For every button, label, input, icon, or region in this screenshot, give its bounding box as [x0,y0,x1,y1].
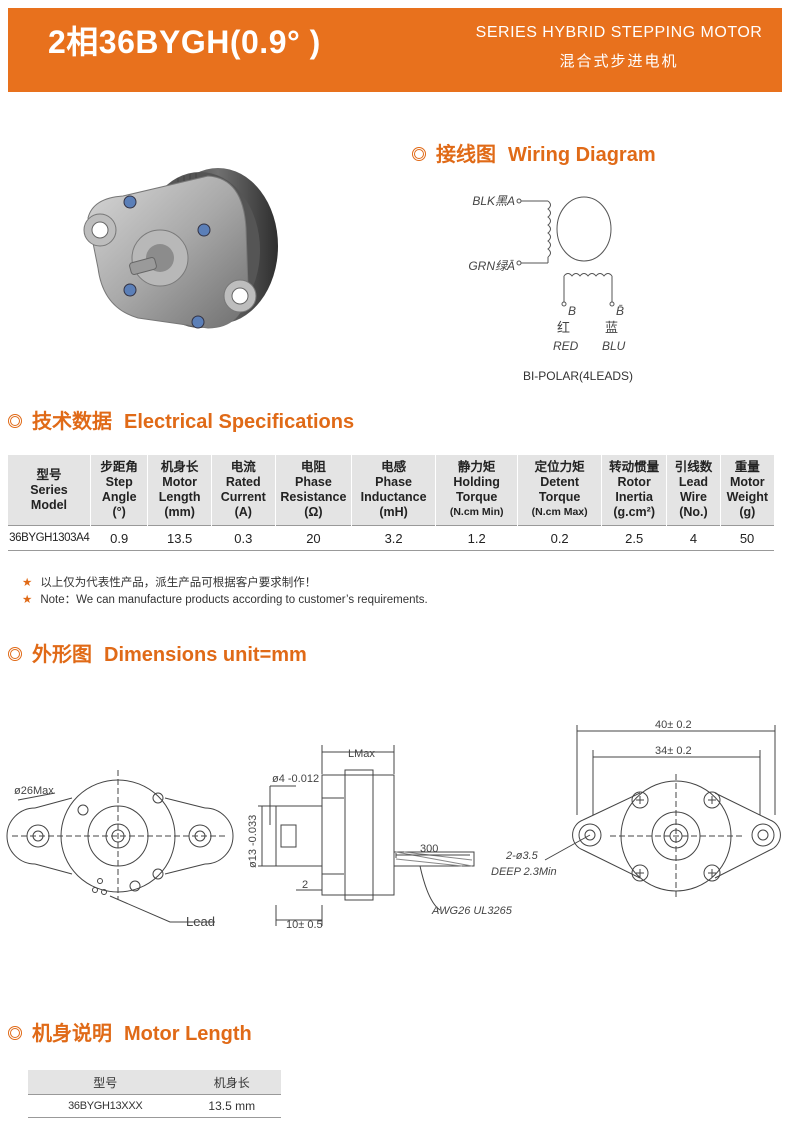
lead-grn-label: GRN绿Ā [468,259,515,273]
table-row: 36BYGH13XXX 13.5 mm [28,1094,281,1118]
product-title: 2相36BYGH(0.9° ) [48,24,321,60]
wiring-diagram: BLK黑A GRN绿Ā B 红 RED B̄ 蓝 BLU BI-POLAR(4L… [468,194,633,383]
cell-rated-current: 0.3 [211,525,276,551]
note-english: ★Note：We can manufacture products accord… [22,594,428,606]
label-40: 40± 0.2 [655,719,692,731]
flange-view [544,725,781,900]
label-2: 2 [302,879,308,891]
dimension-drawing: ø26Max Lead LMax ø4 -0.012 ø13 -0.033 2 … [6,719,781,931]
label-holes: 2-ø3.5 [505,850,539,862]
cell-step-angle: 0.9 [90,525,148,551]
label-10: 10± 0.5 [286,919,323,931]
col-length: 机身长 [182,1070,281,1095]
motor-length-table: 型号 机身长 36BYGH13XXX 13.5 mm [28,1070,281,1118]
table-row: 36BYGH1303A4 0.9 13.5 0.3 20 3.2 1.2 0.2… [8,525,774,551]
label-awg: AWG26 UL3265 [431,905,513,917]
star-icon: ★ [22,594,33,606]
col-model: 型号 [28,1070,183,1095]
motor-photo [83,168,278,329]
label-shaft: ø4 -0.012 [272,773,319,785]
cell-lead-wire: 4 [666,525,721,551]
lead-red-letter: B [568,304,576,318]
cell-rotor-inertia: 2.5 [601,525,667,551]
lead-red-cn: 红 [557,320,570,335]
rear-view [6,770,234,923]
side-view [258,745,475,926]
cell-detent-torque: 0.2 [517,525,602,551]
lead-blu-cn: 蓝 [605,320,618,335]
lead-blu-letter: B̄ [616,304,624,318]
length-header-row: 型号 机身长 [28,1070,281,1095]
label-deep: DEEP 2.3Min [491,866,557,878]
cell-model: 36BYGH13XXX [28,1094,183,1118]
cell-holding-torque: 1.2 [435,525,518,551]
cell-length: 13.5 mm [182,1094,281,1118]
coil-b [563,273,613,277]
wiring-caption: BI-POLAR(4LEADS) [523,369,633,383]
lead-blk-label: BLK黑A [472,194,515,208]
title-banner [8,8,782,92]
label-diam26: ø26Max [14,785,54,797]
lead-red-en: RED [553,339,579,353]
note-chinese: ★以上仅为代表性产品，派生产品可根据客户要求制作！ [22,577,317,589]
cell-phase-inductance: 3.2 [351,525,436,551]
series-english: SERIES HYBRID STEPPING MOTOR [475,24,763,41]
cell-motor-weight: 50 [720,525,774,551]
rotor-circle [556,196,612,262]
label-lmax: LMax [348,748,375,760]
coil-a [547,200,551,258]
star-icon: ★ [22,577,33,589]
cell-model: 36BYGH1303A4 [8,525,91,551]
label-pilot: ø13 -0.033 [247,815,259,868]
series-chinese: 混合式步进电机 [559,53,679,70]
label-300: 300 [420,843,438,855]
cell-phase-resistance: 20 [275,525,352,551]
label-lead: Lead [186,914,215,929]
label-34: 34± 0.2 [655,745,692,757]
lead-blu-en: BLU [602,339,626,353]
cell-motor-length: 13.5 [147,525,212,551]
